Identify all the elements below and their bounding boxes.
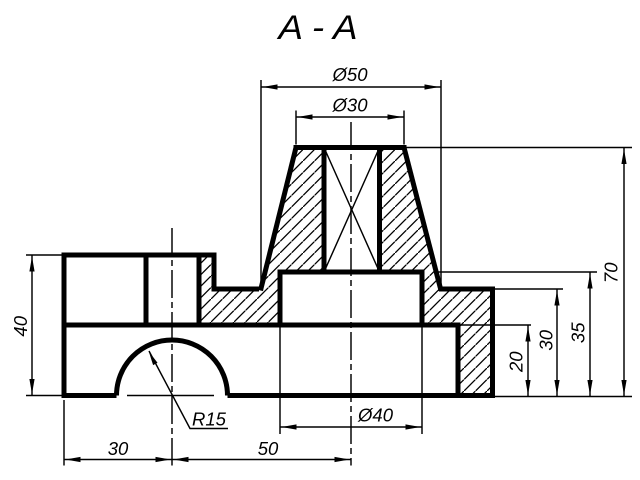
svg-text:20: 20 bbox=[506, 351, 527, 373]
svg-text:R15: R15 bbox=[192, 409, 227, 430]
svg-text:Ø30: Ø30 bbox=[332, 95, 369, 116]
svg-text:50: 50 bbox=[258, 438, 279, 459]
svg-text:30: 30 bbox=[536, 329, 557, 350]
svg-text:30: 30 bbox=[108, 438, 129, 459]
svg-text:70: 70 bbox=[601, 262, 622, 283]
svg-text:40: 40 bbox=[10, 315, 31, 336]
svg-text:Ø50: Ø50 bbox=[332, 64, 369, 85]
svg-text:A - A: A - A bbox=[276, 9, 357, 47]
svg-text:35: 35 bbox=[568, 322, 589, 343]
svg-text:Ø40: Ø40 bbox=[357, 405, 394, 426]
